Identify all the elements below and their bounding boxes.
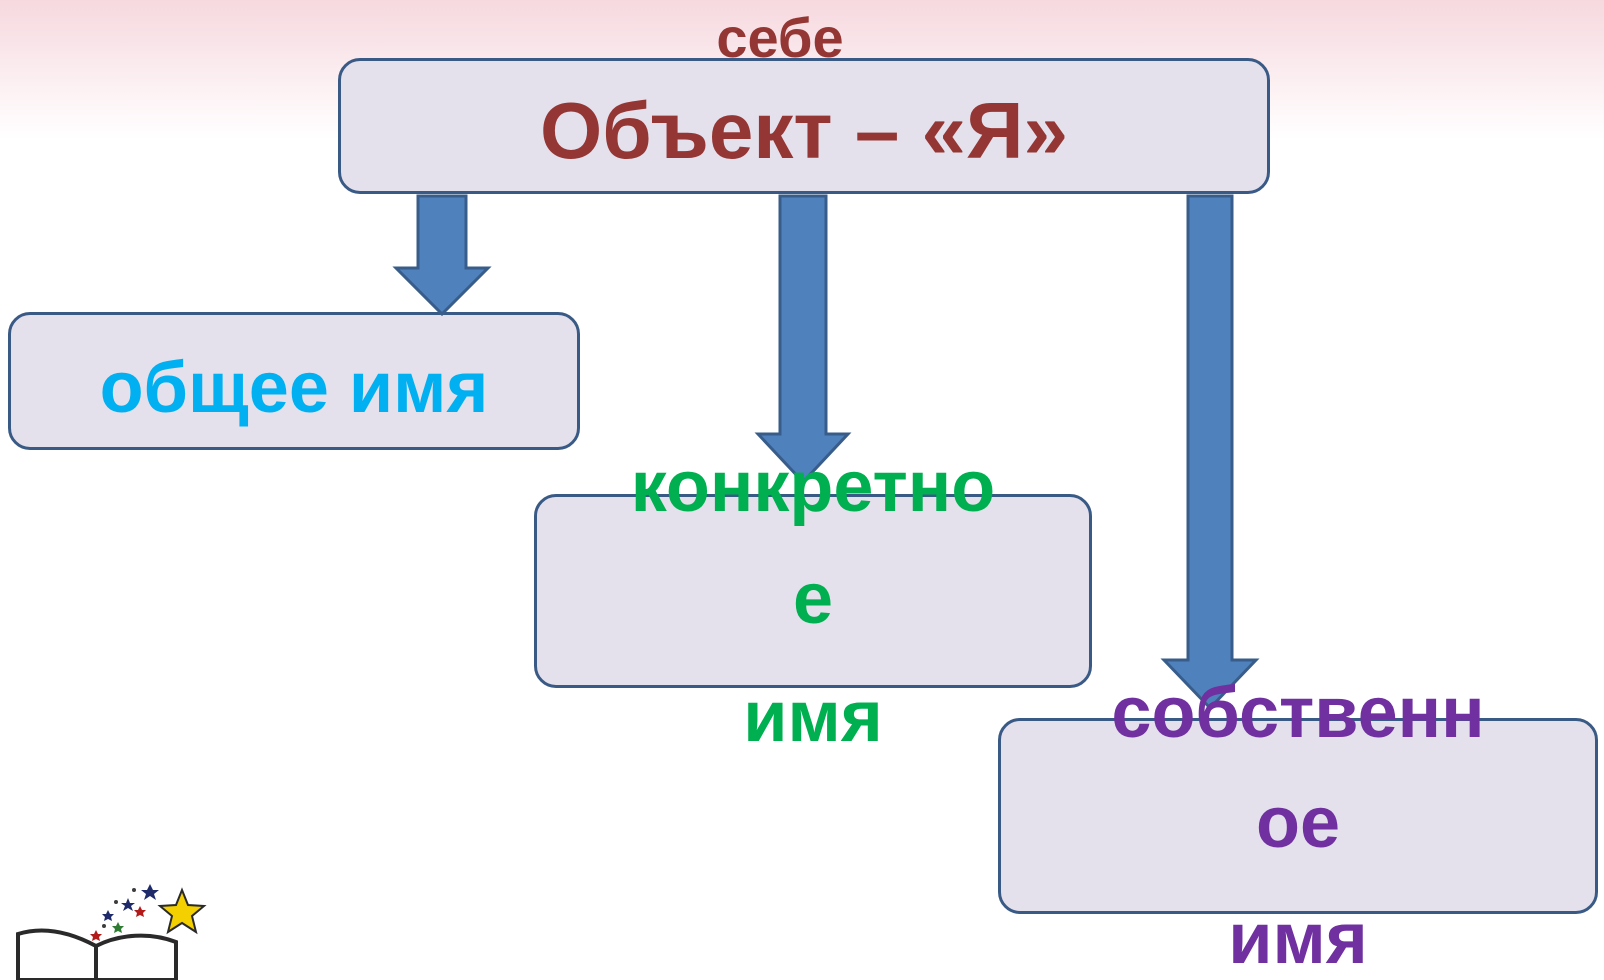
proper-name-box bbox=[998, 718, 1598, 914]
arrow-to-common-name bbox=[392, 194, 492, 317]
proper-name-label-line2: ое bbox=[1255, 783, 1341, 863]
proper-name-label-line3: имя bbox=[1228, 899, 1368, 979]
arrow-to-common-name-shape bbox=[392, 194, 492, 317]
arrow-to-concrete-name bbox=[754, 194, 852, 485]
arrow-to-concrete-name-shape bbox=[754, 194, 852, 485]
concrete-name-label-line1: конкретно bbox=[630, 447, 996, 527]
concrete-name-box bbox=[534, 494, 1092, 688]
root-box bbox=[338, 58, 1270, 194]
arrow-to-proper-name-shape bbox=[1160, 194, 1260, 711]
common-name-label: общее имя bbox=[99, 348, 489, 428]
concrete-name-label-line3: имя bbox=[743, 677, 883, 757]
proper-name-label-line1: собственн bbox=[1111, 673, 1485, 753]
open-book-with-stars-icon bbox=[16, 884, 207, 980]
common-name-box bbox=[8, 312, 580, 450]
arrow-to-proper-name bbox=[1160, 194, 1260, 711]
root-label: Объект – «Я» bbox=[539, 86, 1069, 175]
concrete-name-label-line2: е bbox=[792, 559, 834, 639]
